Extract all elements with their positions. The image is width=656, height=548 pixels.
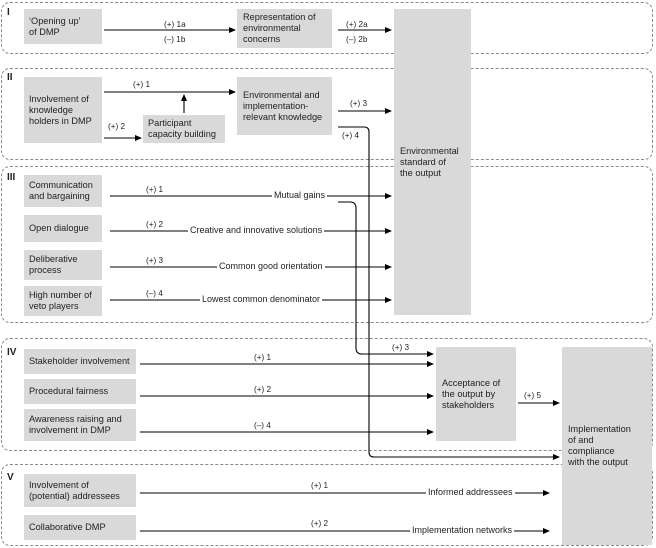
label-iv-3: (+) 3 — [392, 343, 410, 352]
label-i-2a: (+) 2a — [346, 20, 368, 29]
label-ii-4: (+) 4 — [342, 131, 360, 140]
section-panel-v — [1, 464, 653, 546]
box-communication: Communication and bargaining — [24, 175, 102, 207]
label-ii-1: (+) 1 — [133, 80, 151, 89]
label-v-1: (+) 1 — [311, 481, 329, 490]
arrow-mutual-gains-to-acceptance — [338, 201, 434, 357]
section-panel-iv — [1, 338, 653, 451]
section-label-iv: IV — [7, 347, 17, 358]
label-iii-1: (+) 1 — [146, 185, 164, 194]
section-label-ii: II — [7, 72, 13, 83]
label-iv-2: (+) 2 — [254, 385, 272, 394]
section-label-v: V — [7, 472, 14, 483]
mechanism-implementation-networks: Implementation networks — [410, 525, 515, 535]
label-ii-2: (+) 2 — [108, 122, 126, 131]
mechanism-lowest-common-denominator: Lowest common denominator — [200, 294, 323, 304]
mechanism-common-good: Common good orientation — [217, 261, 325, 271]
box-open-dialogue: Open dialogue — [24, 215, 102, 242]
section-panel-i — [1, 2, 653, 54]
box-involvement-knowledge-holders: Involvement of knowledge holders in DMP — [24, 77, 102, 143]
box-awareness-raising: Awareness raising and involvement in DMP — [24, 409, 136, 441]
arrow-knowledge-to-implementation — [338, 126, 560, 460]
label-iii-3: (+) 3 — [146, 256, 164, 265]
box-representation: Representation of environmental concerns — [237, 9, 332, 48]
label-v-2: (+) 2 — [311, 519, 329, 528]
label-ii-3: (+) 3 — [350, 99, 368, 108]
label-iii-2: (+) 2 — [146, 220, 164, 229]
label-i-1a: (+) 1a — [164, 20, 186, 29]
box-opening-up: ‘Opening up’ of DMP — [24, 9, 102, 44]
box-veto-players: High number of veto players — [24, 286, 102, 316]
label-iv-1: (+) 1 — [254, 353, 272, 362]
section-label-i: I — [7, 7, 10, 18]
label-iv-5: (+) 5 — [524, 391, 542, 400]
mechanism-mutual-gains: Mutual gains — [272, 190, 328, 200]
box-acceptance: Acceptance of the output by stakeholders — [436, 347, 516, 441]
box-participant-capacity: Participant capacity building — [143, 115, 225, 143]
box-procedural-fairness: Procedural fairness — [24, 379, 136, 404]
section-label-iii: III — [7, 172, 16, 183]
mechanism-informed-addressees: Informed addressees — [426, 487, 515, 497]
box-stakeholder-involvement: Stakeholder involvement — [24, 349, 136, 374]
box-implementation: Implementation of and compliance with th… — [562, 347, 652, 545]
box-deliberative: Deliberative process — [24, 250, 102, 280]
mechanism-creative-solutions: Creative and innovative solutions — [188, 225, 325, 235]
box-env-knowledge: Environmental and implementation- releva… — [237, 77, 332, 135]
box-collaborative-dmp: Collaborative DMP — [24, 515, 136, 540]
box-environmental-standard: Environmental standard of the output — [394, 9, 471, 315]
section-panel-iii — [1, 166, 653, 323]
label-iii-4: (–) 4 — [146, 289, 163, 298]
label-i-1b: (–) 1b — [164, 35, 186, 44]
label-i-2b: (–) 2b — [346, 35, 368, 44]
box-potential-addressees: Involvement of (potential) addressees — [24, 474, 136, 507]
label-iv-4: (–) 4 — [254, 421, 271, 430]
section-panel-ii — [1, 68, 653, 160]
